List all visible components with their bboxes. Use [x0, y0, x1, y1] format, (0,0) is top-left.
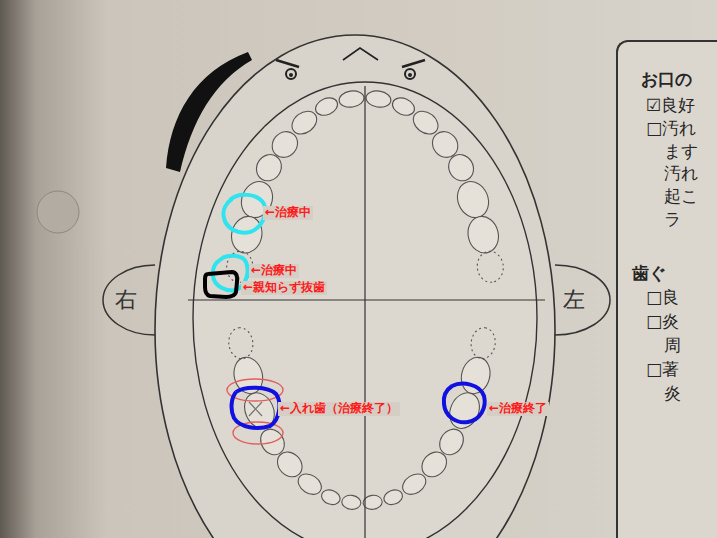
treatment-mark	[223, 195, 265, 233]
tooth	[338, 89, 365, 109]
panel-text: 周	[664, 336, 681, 355]
tooth	[228, 213, 266, 256]
pupil	[289, 73, 293, 77]
panel-text: □良	[646, 288, 679, 307]
panel-text: 歯ぐ	[632, 264, 666, 283]
panel-text: お口の	[641, 70, 692, 89]
tooth	[464, 213, 502, 256]
panel-text: 炎	[664, 384, 681, 403]
panel-text: 汚れ	[664, 164, 698, 183]
midline	[364, 86, 365, 538]
tooth	[390, 95, 418, 119]
tooth	[476, 250, 505, 284]
pupil	[408, 73, 412, 77]
tooth	[341, 494, 362, 510]
ear-arc	[555, 265, 610, 335]
annotation-label: ←治療終了	[487, 402, 549, 416]
mouth-outline	[193, 82, 537, 538]
occlusal-line	[188, 299, 545, 300]
panel-text: □炎	[646, 312, 679, 331]
tooth	[457, 354, 493, 397]
ear-label-box: 右	[100, 262, 155, 338]
annotation-label: ←親知らず抜歯	[241, 281, 327, 295]
eyebrow	[402, 60, 425, 67]
tooth	[444, 388, 485, 433]
hair	[166, 52, 252, 172]
panel-text: □汚れ	[646, 119, 696, 138]
nose	[343, 48, 378, 60]
tooth	[319, 487, 342, 507]
panel-text: ラ	[664, 210, 681, 229]
tooth	[469, 326, 497, 360]
tooth	[435, 425, 468, 460]
annotation-label: ←入れ歯（治療終了）	[278, 402, 400, 416]
annotation-label: ←治療中	[263, 206, 313, 220]
tooth	[444, 150, 479, 186]
eyebrow	[276, 60, 299, 67]
extraction-mark	[205, 272, 237, 297]
head-outline	[155, 35, 555, 538]
missing-tooth-cross	[249, 402, 262, 416]
panel-text: □著	[646, 360, 679, 379]
tooth	[365, 89, 392, 109]
eye	[405, 69, 415, 79]
ear-label-box: 左	[555, 262, 613, 338]
tooth	[382, 487, 405, 507]
tooth	[227, 326, 255, 360]
finished-mark	[444, 384, 485, 423]
side-label: 右	[115, 288, 137, 312]
denture-highlight	[232, 388, 280, 428]
annotation-label: ←治療中	[249, 264, 299, 278]
eye	[286, 69, 296, 79]
punch-hole	[37, 191, 79, 233]
tooth	[313, 95, 341, 119]
side-label: 左	[563, 288, 585, 312]
check-panel: お口の ☑良好 □汚れます汚れ起こラ歯ぐ □良 □炎周 □著炎	[616, 40, 717, 538]
ear-arc	[103, 265, 155, 335]
panel-text: ます	[664, 142, 698, 161]
tooth	[252, 150, 287, 186]
tooth	[452, 177, 494, 223]
panel-text: ☑良好	[646, 96, 695, 115]
panel-text: 起こ	[664, 187, 698, 206]
